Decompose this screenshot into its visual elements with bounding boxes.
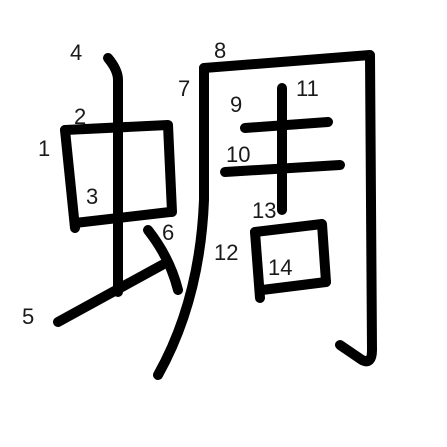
stroke-4 [103, 53, 123, 297]
stroke-6 [143, 225, 183, 295]
stroke-13 [250, 219, 331, 287]
stroke-8 [199, 50, 377, 367]
stroke-label-8: 8 [214, 38, 226, 63]
stroke-label-1: 1 [38, 136, 50, 161]
stroke-label-2: 2 [74, 104, 86, 129]
stroke-11 [220, 160, 345, 177]
stroke-label-6: 6 [162, 220, 174, 245]
stroke-label-12: 12 [214, 240, 238, 265]
stroke-label-7: 7 [178, 76, 190, 101]
stroke-label-11: 11 [296, 76, 319, 101]
stroke-label-5: 5 [22, 304, 34, 329]
stroke-label-4: 4 [70, 40, 82, 65]
stroke-label-10: 10 [226, 142, 250, 167]
strokes [53, 50, 377, 380]
stroke-label-9: 9 [230, 92, 242, 117]
stroke-2 [60, 120, 177, 217]
stroke-label-13: 13 [252, 198, 276, 223]
stroke-1 [60, 125, 80, 233]
stroke-7 [153, 63, 209, 380]
stroke-14 [257, 277, 331, 295]
stroke-labels: 1 2 3 4 5 6 7 8 9 10 11 12 13 14 [22, 38, 319, 329]
stroke-label-3: 3 [86, 184, 98, 209]
stroke-5 [53, 260, 167, 327]
stroke-label-14: 14 [268, 255, 292, 280]
